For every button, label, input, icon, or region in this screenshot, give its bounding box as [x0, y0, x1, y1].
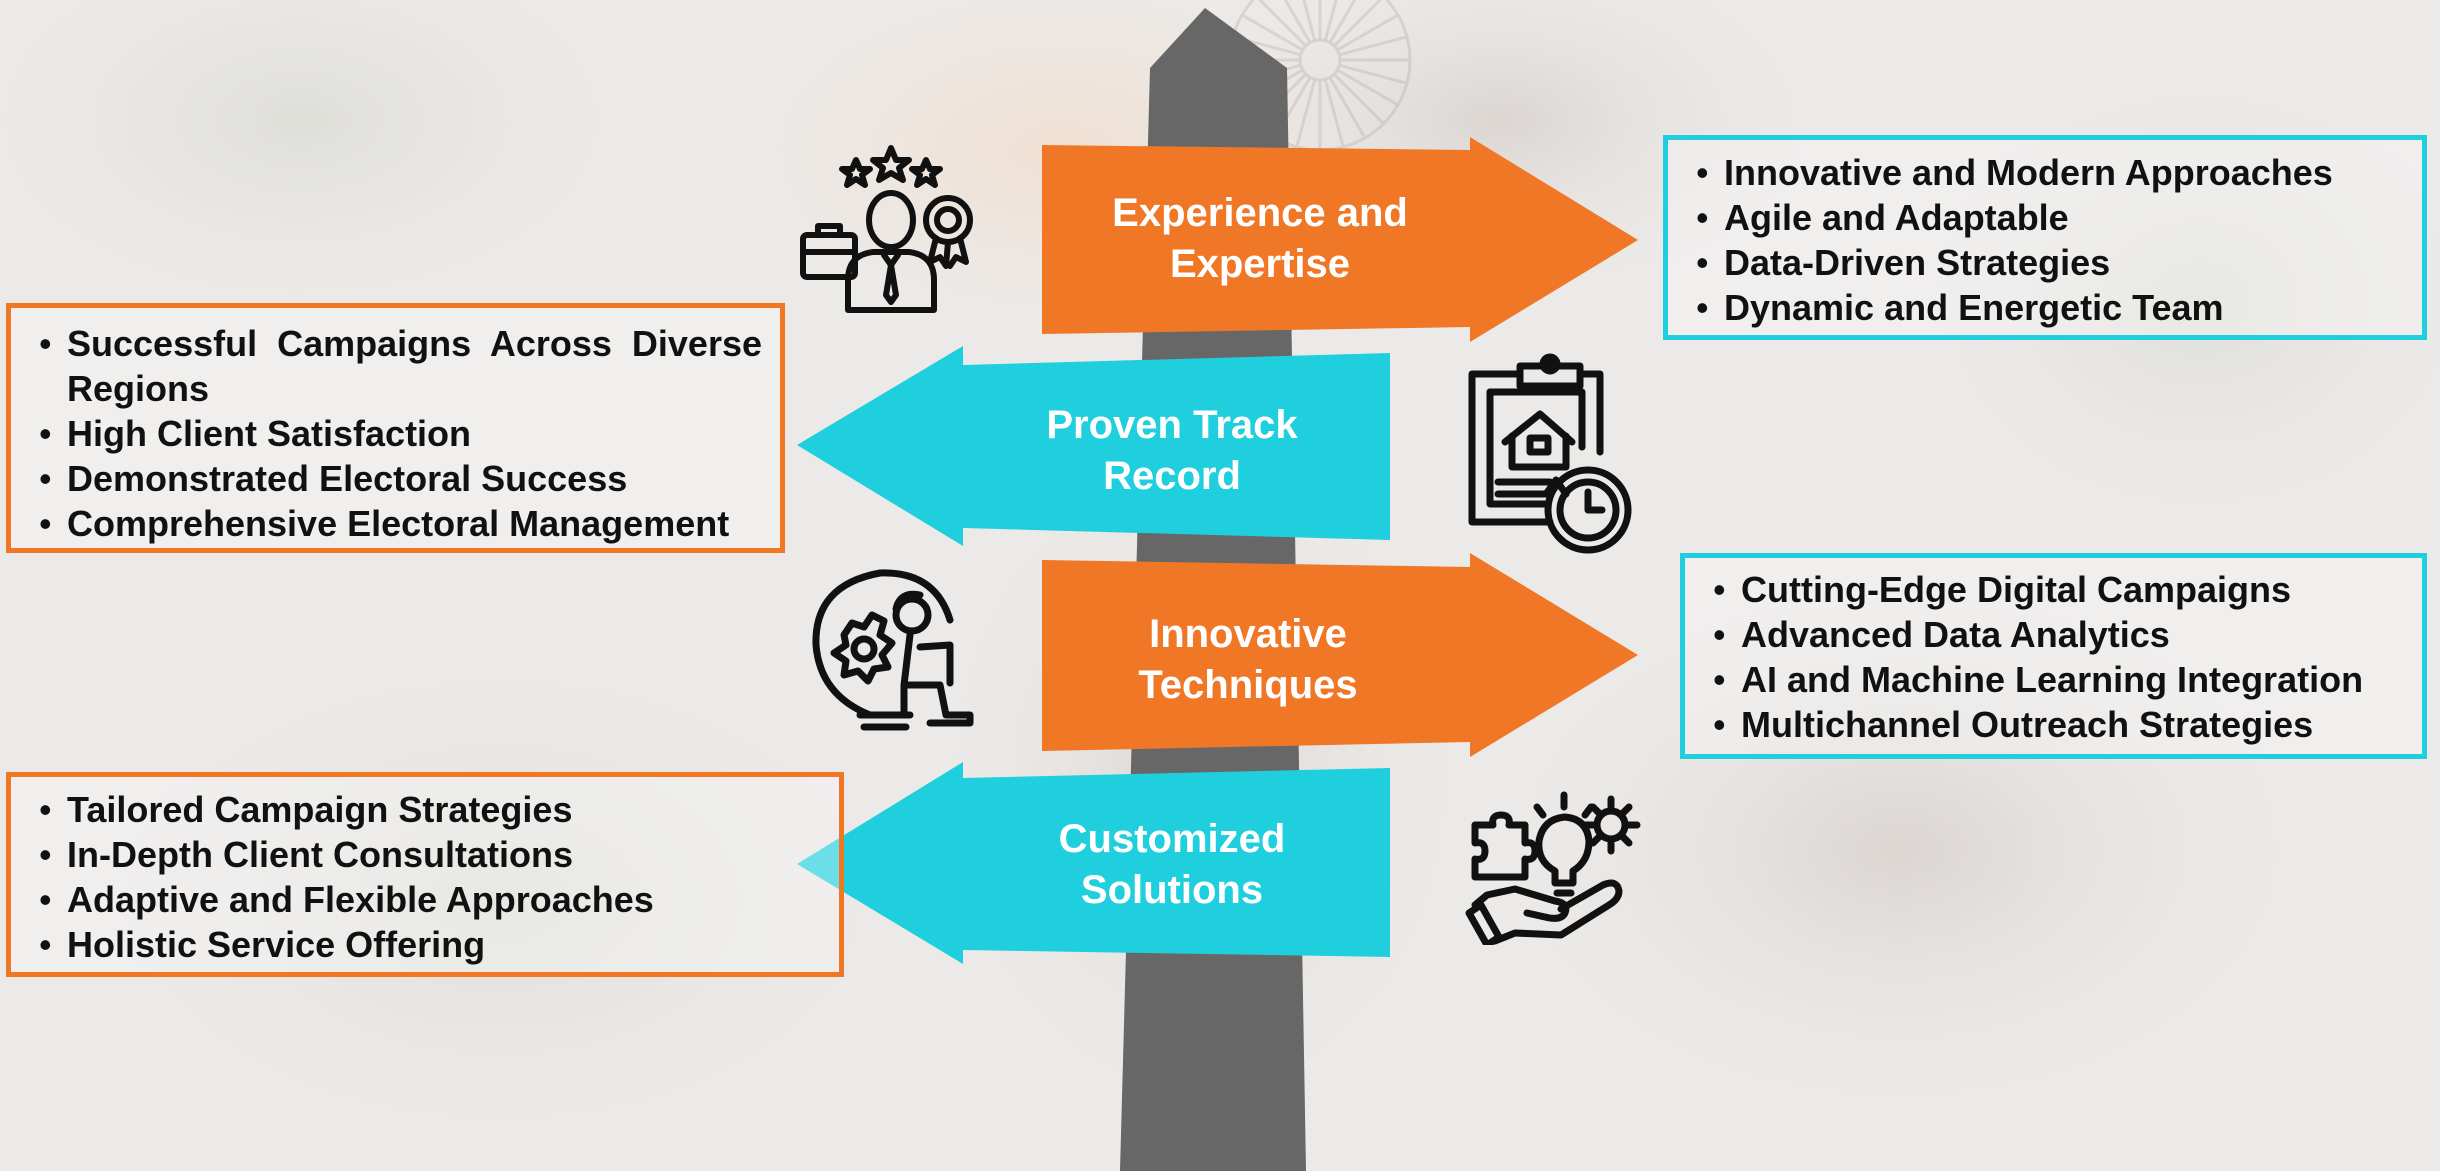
business-person-with-stars-icon [800, 145, 973, 313]
wheel-spoke [1257, 0, 1307, 47]
wheel-spoke [1323, 0, 1338, 42]
arrow-experience [1042, 137, 1638, 342]
sign-label-innovative: Innovative Techniques [1048, 609, 1448, 711]
list-item: Cutting-Edge Digital Campaigns [1699, 567, 2408, 612]
list-item: Multichannel Outreach Strategies [1699, 702, 2408, 747]
wheel-spoke [1328, 0, 1357, 44]
sign-label-line: Customized [1058, 817, 1286, 861]
wheel-spoke [1333, 0, 1383, 47]
bullet-list: Cutting-Edge Digital Campaigns Advanced … [1699, 567, 2408, 747]
sign-label-customized: Customized Solutions [972, 814, 1372, 916]
wheel-spoke [1241, 13, 1304, 52]
bullet-box-innovative: Cutting-Edge Digital Campaigns Advanced … [1680, 553, 2427, 759]
bullet-list: Successful Campaigns Across Diverse Regi… [25, 321, 766, 546]
sign-label-line: Solutions [1080, 868, 1264, 912]
list-item: Dynamic and Energetic Team [1682, 285, 2408, 330]
list-item: Advanced Data Analytics [1699, 612, 2408, 657]
list-item: AI and Machine Learning Integration [1699, 657, 2408, 702]
hand-puzzle-bulb-gear-icon [1465, 791, 1641, 945]
sign-label-line: Record [1103, 454, 1241, 498]
list-item: Agile and Adaptable [1682, 195, 2408, 240]
bullet-list: Innovative and Modern Approaches Agile a… [1682, 150, 2408, 330]
list-item: In-Depth Client Consultations [25, 832, 825, 877]
wheel-spoke [1333, 73, 1385, 125]
list-item: Adaptive and Flexible Approaches [25, 877, 825, 922]
sign-label-experience: Experience and Expertise [1060, 188, 1460, 290]
wheel-spoke [1323, 78, 1345, 148]
idea-bulb-laptop-person-icon [812, 569, 974, 731]
bullet-box-track-record: Successful Campaigns Across Diverse Regi… [6, 303, 785, 553]
list-item: High Client Satisfaction [25, 411, 766, 456]
bullet-list: Tailored Campaign Strategies In-Depth Cl… [25, 787, 825, 967]
sign-label-line: Experience and [1112, 191, 1408, 235]
wheel-spoke [1295, 78, 1317, 148]
sign-label-line: Proven Track [1046, 403, 1298, 447]
bullet-box-experience: Innovative and Modern Approaches Agile a… [1663, 135, 2427, 340]
sign-label-line: Innovative [1149, 612, 1347, 656]
wheel-spoke [1338, 35, 1408, 57]
list-item: Tailored Campaign Strategies [25, 787, 825, 832]
list-item: Innovative and Modern Approaches [1682, 150, 2408, 195]
arrow-customized [797, 762, 1390, 964]
wheel-spoke [1336, 68, 1399, 107]
wheel-spoke [1338, 63, 1408, 85]
wheel-spoke [1283, 0, 1312, 44]
arrow-track-record [797, 346, 1390, 546]
clipboard-house-clock-icon [1468, 353, 1632, 554]
sign-label-track-record: Proven Track Record [972, 400, 1372, 502]
bullet-box-customized: Tailored Campaign Strategies In-Depth Cl… [6, 772, 844, 977]
list-item: Holistic Service Offering [25, 922, 825, 967]
wheel-spoke [1302, 0, 1317, 42]
wheel-spoke [1336, 13, 1399, 52]
sign-label-line: Techniques [1138, 663, 1358, 707]
arrow-innovative [1042, 553, 1638, 757]
list-item: Successful Campaigns Across Diverse Regi… [25, 321, 766, 411]
sign-label-line: Expertise [1169, 242, 1351, 286]
list-item: Data-Driven Strategies [1682, 240, 2408, 285]
wheel-spoke [1328, 76, 1367, 139]
list-item: Comprehensive Electoral Management [25, 501, 766, 546]
list-item: Demonstrated Electoral Success [25, 456, 766, 501]
